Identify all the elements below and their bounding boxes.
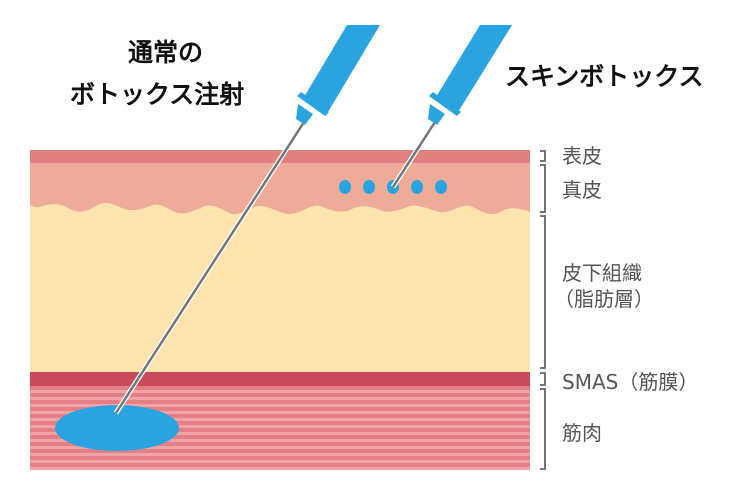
syringe-normal — [113, 25, 380, 415]
layer-brackets — [540, 150, 546, 470]
muscle-stripe — [30, 432, 530, 435]
muscle-stripe — [30, 418, 530, 421]
muscle-stripes — [30, 390, 530, 470]
injection-pool — [55, 405, 179, 451]
label-subcutaneous: 皮下組織 （脂肪層） — [554, 260, 654, 312]
label-muscle: 筋肉 — [562, 421, 602, 445]
fat-layer — [30, 195, 530, 373]
muscle-stripe — [30, 453, 530, 456]
muscle-stripe — [30, 390, 530, 393]
syringe-skin — [390, 25, 512, 189]
muscle-stripe — [30, 397, 530, 400]
muscle-stripe — [30, 460, 530, 463]
label-subcutaneous-line2: （脂肪層） — [554, 287, 654, 311]
normal-botox-title: 通常の ボトックス注射 — [70, 36, 244, 112]
label-dermis: 真皮 — [562, 178, 602, 202]
normal-title-line1: 通常の — [128, 38, 204, 67]
label-epidermis: 表皮 — [562, 144, 602, 168]
muscle-stripe — [30, 439, 530, 442]
skin-botox-title: スキンボトックス — [505, 62, 704, 91]
muscle-stripe — [30, 446, 530, 449]
label-subcutaneous-line1: 皮下組織 — [562, 261, 642, 285]
dermis-layer — [30, 163, 530, 215]
smas-layer — [30, 372, 530, 386]
normal-title-line2: ボトックス注射 — [70, 80, 245, 109]
muscle-stripe — [30, 411, 530, 414]
muscle-stripe — [30, 425, 530, 428]
muscle-stripe — [30, 467, 530, 470]
muscle-stripe — [30, 404, 530, 407]
label-smas: SMAS（筋膜） — [562, 370, 699, 394]
